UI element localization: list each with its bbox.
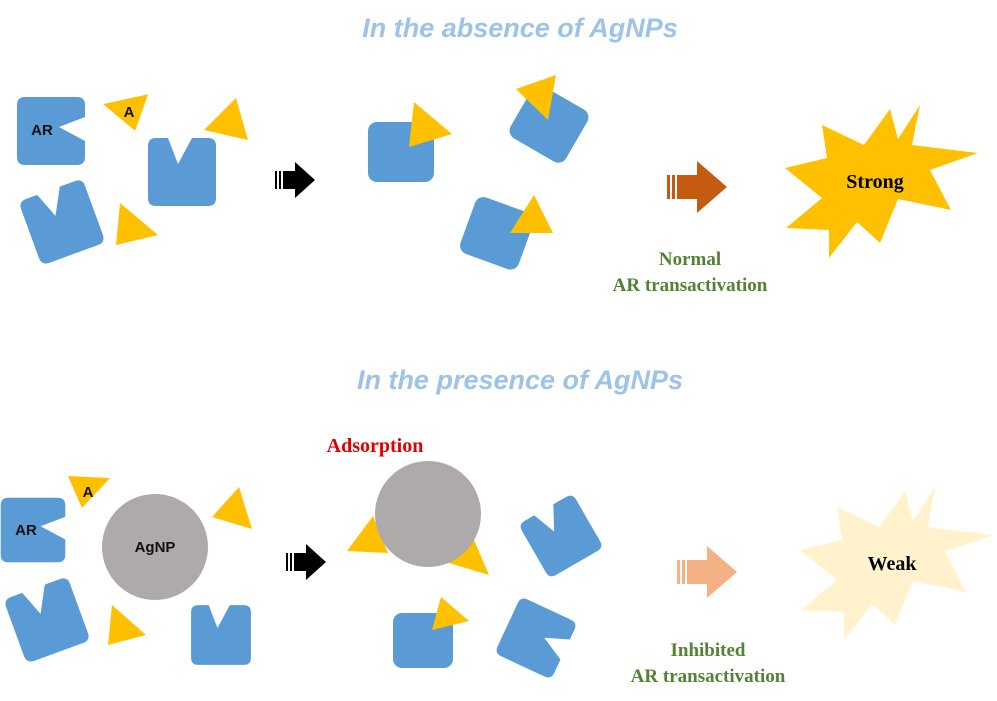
- ligand: [108, 605, 146, 645]
- panel-title-absence: In the absence of AgNPs: [362, 13, 678, 43]
- ligand-a: [103, 94, 149, 131]
- receptor: [18, 178, 106, 266]
- receptor: [191, 605, 251, 665]
- receptor: [518, 493, 604, 579]
- ligand: [204, 98, 248, 140]
- strong-activation-arrow-icon: [667, 161, 727, 213]
- ligand: [212, 487, 252, 529]
- ar-ligand-complex: [393, 597, 469, 668]
- receptor-label: AR: [15, 522, 37, 539]
- receptor-ar: [17, 97, 86, 165]
- agnp-label: AgNP: [135, 539, 176, 556]
- ar-ligand-complex: [460, 195, 553, 270]
- panel-absence: In the absence of AgNPs AR A: [17, 13, 978, 296]
- receptor: [494, 596, 578, 680]
- ar-ligand-complex: [368, 102, 452, 182]
- step-arrow-icon: [275, 162, 315, 198]
- strong-burst-icon: [785, 105, 978, 258]
- outcome-strong: Strong: [846, 171, 903, 193]
- caption-ar-transactivation: AR transactivation: [631, 666, 786, 687]
- outcome-weak: Weak: [868, 553, 918, 575]
- ligand-a: [68, 476, 110, 508]
- ligand-label: A: [124, 104, 135, 121]
- receptor-label: AR: [31, 122, 53, 139]
- ligand: [116, 203, 158, 245]
- agnp-adsorbed-complex: [347, 461, 489, 575]
- adsorption-label: Adsorption: [327, 435, 424, 457]
- caption-ar-transactivation: AR transactivation: [613, 275, 768, 296]
- panel-title-presence: In the presence of AgNPs: [357, 365, 683, 395]
- ligand-label: A: [83, 484, 94, 501]
- panel-presence: In the presence of AgNPs AR A AgNP Adsor…: [0, 365, 993, 687]
- ar-ligand-complex: [509, 75, 589, 163]
- agnp-particle: [102, 494, 208, 600]
- receptor: [148, 138, 216, 206]
- receptor: [3, 576, 91, 664]
- weak-burst-icon: [800, 487, 993, 640]
- caption-normal: Normal: [659, 249, 721, 270]
- weak-activation-arrow-icon: [677, 546, 737, 598]
- step-arrow-icon: [286, 544, 326, 580]
- caption-inhibited: Inhibited: [671, 640, 746, 661]
